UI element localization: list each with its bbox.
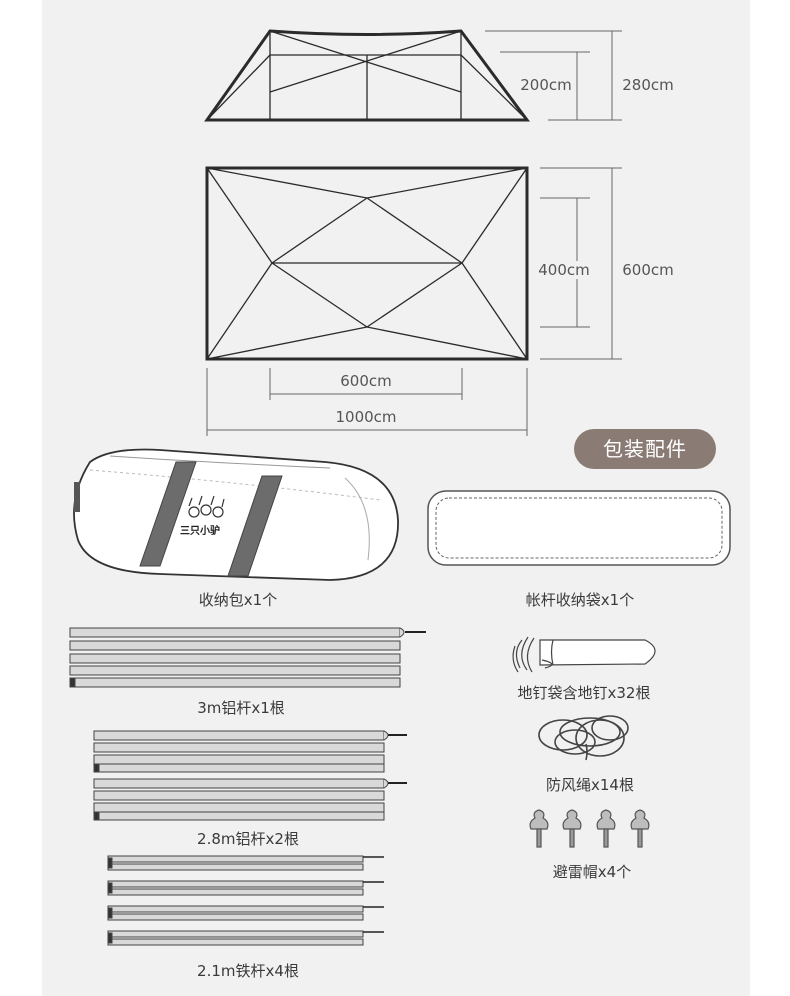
pole-28m-caption: 2.8m铝杆x2根 [197,830,299,848]
pole-bag-illustration [427,490,731,566]
side-dimension-lines [485,30,622,121]
inner-width-label: 600cm [338,372,394,390]
brand-logo-text: 三只小驴 [180,526,220,537]
stake-bag-illustration [512,636,656,673]
top-dimension-lines [206,167,622,436]
pole-21m-caption: 2.1m铁杆x4根 [197,962,299,980]
wind-rope-illustration [538,715,629,761]
pole-3m-caption: 3m铝杆x1根 [197,699,285,717]
storage-bag-caption: 收纳包x1个 [198,591,278,609]
pole-21m-illustration [107,855,384,946]
pole-28m-illustration [93,730,407,821]
storage-bag-illustration [73,448,399,581]
outer-width-label: 1000cm [333,408,399,426]
stake-bag-caption: 地钉袋含地钉x32根 [517,684,651,702]
brand-logo [188,495,225,518]
side-view [204,29,530,122]
top-inner-height-label: 400cm [536,261,592,279]
pole-3m-illustration [69,627,426,688]
top-view [205,166,529,361]
wind-rope-caption: 防风绳x14根 [546,776,634,794]
lightning-cap-caption: 避雷帽x4个 [552,863,632,881]
accessories-badge: 包装配件 [574,429,716,469]
side-inner-height-label: 200cm [518,76,574,94]
top-view-outline [205,166,529,361]
top-outer-height-label: 600cm [620,261,676,279]
lightning-cap-illustration [529,809,650,848]
side-outer-height-label: 280cm [620,76,676,94]
pole-bag-caption: 帐杆收纳袋x1个 [525,591,635,609]
